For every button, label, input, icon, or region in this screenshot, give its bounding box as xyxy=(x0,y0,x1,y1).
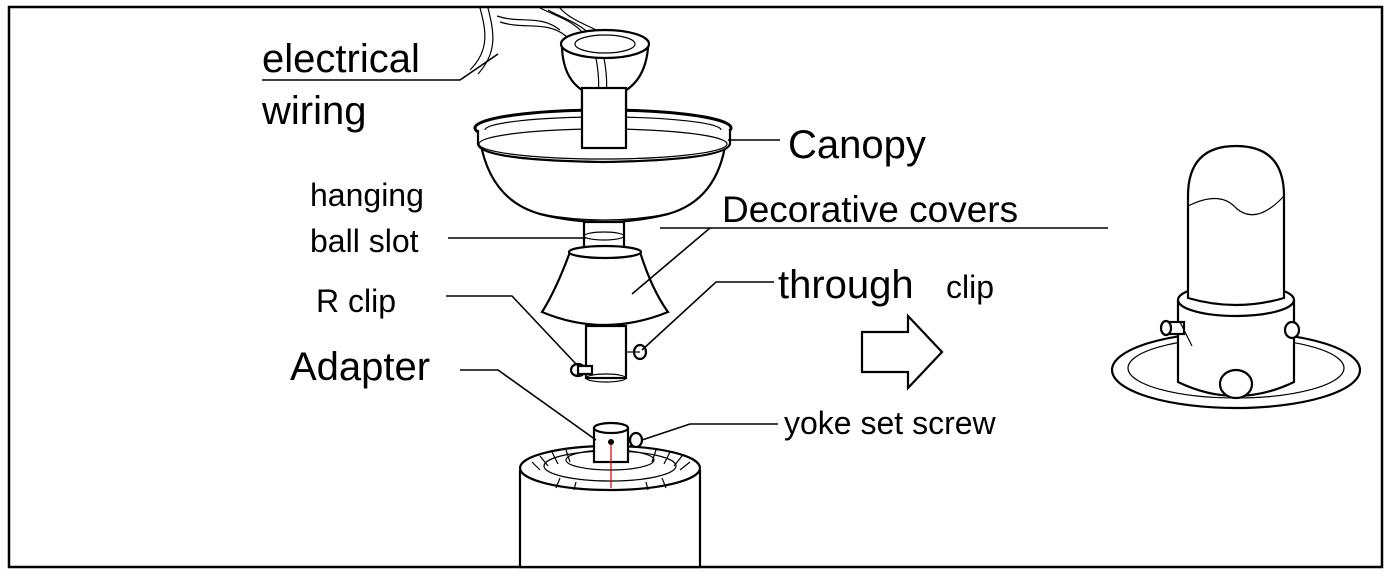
electrical-wires xyxy=(469,7,605,75)
motor-housing xyxy=(518,444,702,569)
yoke-set-screw xyxy=(628,431,644,449)
decorative-cover xyxy=(540,244,670,327)
label-wiring: wiring xyxy=(261,89,366,133)
label-clip: clip xyxy=(946,269,994,305)
hanging-ball xyxy=(559,28,651,100)
through-clip xyxy=(626,343,648,361)
r-clip xyxy=(569,362,594,378)
label-hanging: hanging xyxy=(310,177,424,213)
label-canopy: Canopy xyxy=(788,123,926,167)
label-decorative-covers: Decorative covers xyxy=(722,189,1018,230)
label-electrical: electrical xyxy=(262,37,420,81)
label-ball-slot: ball slot xyxy=(310,223,419,259)
label-through: through xyxy=(778,263,914,307)
downrod-through-canopy xyxy=(580,86,628,150)
canopy xyxy=(473,86,733,224)
assembled-view xyxy=(1110,144,1362,410)
adapter xyxy=(592,421,630,488)
label-r-clip: R clip xyxy=(316,283,396,319)
leader-lines xyxy=(262,53,1108,441)
label-adapter: Adapter xyxy=(290,345,430,389)
label-yoke-set-screw: yoke set screw xyxy=(784,405,997,441)
arrow-right-icon xyxy=(860,313,944,391)
